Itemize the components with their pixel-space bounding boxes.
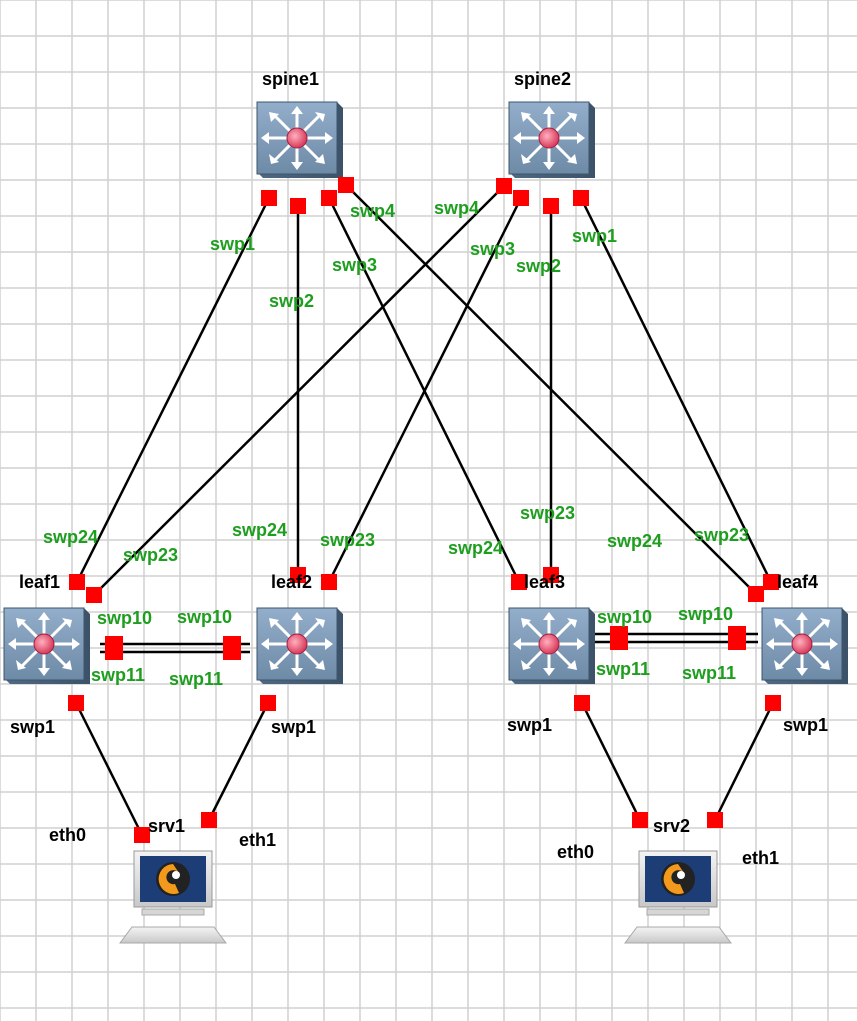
port-marker[interactable] bbox=[763, 574, 779, 590]
leaf2-swp10-label: swp10 bbox=[177, 607, 232, 627]
leaf3-swp24-label: swp24 bbox=[448, 538, 503, 558]
srv2-label: srv2 bbox=[653, 816, 690, 836]
link-leaf4-srv2[interactable] bbox=[713, 702, 775, 821]
port-marker[interactable] bbox=[513, 190, 529, 206]
link-spine2-leaf4[interactable] bbox=[579, 197, 773, 583]
node-labels: spine1 spine2 leaf1 leaf2 leaf3 leaf4 sr… bbox=[19, 69, 818, 836]
leaf4-swp10-label: swp10 bbox=[678, 604, 733, 624]
spine1-switch-icon[interactable] bbox=[255, 100, 343, 178]
leaf4-swp24-label: swp24 bbox=[607, 531, 662, 551]
port-marker[interactable] bbox=[134, 827, 150, 843]
leaf3-swp11-label: swp11 bbox=[596, 659, 650, 679]
srv1-server-icon[interactable] bbox=[119, 850, 227, 944]
spine2-swp2-label: swp2 bbox=[516, 256, 561, 276]
link-leaf3-srv2[interactable] bbox=[580, 702, 642, 821]
leaf1-swp24-label: swp24 bbox=[43, 527, 98, 547]
leaf3-swp1-label: swp1 bbox=[507, 715, 552, 735]
srv2-eth1-label: eth1 bbox=[742, 848, 779, 868]
leaf4-swp1-label: swp1 bbox=[783, 715, 828, 735]
leaf4-swp23-label: swp23 bbox=[694, 525, 749, 545]
srv1-eth1-label: eth1 bbox=[239, 830, 276, 850]
spine1-label: spine1 bbox=[262, 69, 319, 89]
spine1-swp2-label: swp2 bbox=[269, 291, 314, 311]
leaf3-label: leaf3 bbox=[524, 572, 565, 592]
port-marker[interactable] bbox=[543, 198, 559, 214]
spine2-swp4-label: swp4 bbox=[434, 198, 479, 218]
leaf2-switch-icon[interactable] bbox=[255, 606, 343, 684]
port-marker[interactable] bbox=[632, 812, 648, 828]
port-marker[interactable] bbox=[765, 695, 781, 711]
leaf1-label: leaf1 bbox=[19, 572, 60, 592]
port-marker[interactable] bbox=[290, 198, 306, 214]
link-leaf2-srv1[interactable] bbox=[207, 702, 270, 821]
leaf3-swp23-label: swp23 bbox=[520, 503, 575, 523]
port-marker[interactable] bbox=[201, 812, 217, 828]
port-marker[interactable] bbox=[68, 695, 84, 711]
leaf1-swp10-label: swp10 bbox=[97, 608, 152, 628]
link-spine2-leaf1[interactable] bbox=[93, 185, 505, 596]
port-markers bbox=[68, 177, 781, 843]
leaf1-switch-icon[interactable] bbox=[2, 606, 90, 684]
leaf3-swp10-label: swp10 bbox=[597, 607, 652, 627]
srv2-server-icon[interactable] bbox=[624, 850, 732, 944]
link-leaf1-srv1[interactable] bbox=[74, 702, 144, 836]
port-marker[interactable] bbox=[86, 587, 102, 603]
leaf2-swp24-label: swp24 bbox=[232, 520, 287, 540]
port-marker[interactable] bbox=[511, 574, 527, 590]
port-marker[interactable] bbox=[338, 177, 354, 193]
spine1-swp1-label: swp1 bbox=[210, 234, 255, 254]
port-marker[interactable] bbox=[261, 190, 277, 206]
spine2-swp1-label: swp1 bbox=[572, 226, 617, 246]
leaf4-switch-icon[interactable] bbox=[760, 606, 848, 684]
leaf2-label: leaf2 bbox=[271, 572, 312, 592]
srv1-eth0-label: eth0 bbox=[49, 825, 86, 845]
leaf2-swp11-label: swp11 bbox=[169, 669, 223, 689]
port-marker[interactable] bbox=[321, 574, 337, 590]
port-marker[interactable] bbox=[290, 567, 306, 583]
port-marker[interactable] bbox=[573, 190, 589, 206]
spine2-swp3-label: swp3 bbox=[470, 239, 515, 259]
port-marker[interactable] bbox=[748, 586, 764, 602]
port-marker[interactable] bbox=[728, 626, 746, 650]
leaf4-swp11-label: swp11 bbox=[682, 663, 736, 683]
port-marker[interactable] bbox=[260, 695, 276, 711]
leaf1-swp23-label: swp23 bbox=[123, 545, 178, 565]
port-marker[interactable] bbox=[321, 190, 337, 206]
port-marker[interactable] bbox=[69, 574, 85, 590]
spine2-label: spine2 bbox=[514, 69, 571, 89]
link-spine1-leaf1[interactable] bbox=[75, 197, 271, 583]
leaf2-swp23-label: swp23 bbox=[320, 530, 375, 550]
srv1-label: srv1 bbox=[148, 816, 185, 836]
spine2-switch-icon[interactable] bbox=[507, 100, 595, 178]
interface-labels: swp1 swp1 swp1 swp1 eth0 eth1 eth0 eth1 bbox=[10, 715, 828, 868]
spine1-swp4-label: swp4 bbox=[350, 201, 395, 221]
port-marker[interactable] bbox=[543, 567, 559, 583]
port-labels: swp1 swp2 swp3 swp4 swp4 swp3 swp2 swp1 … bbox=[43, 198, 749, 689]
port-marker[interactable] bbox=[105, 636, 123, 660]
leaf1-swp1-label: swp1 bbox=[10, 717, 55, 737]
port-marker[interactable] bbox=[707, 812, 723, 828]
link-spine2-leaf2[interactable] bbox=[327, 197, 523, 583]
srv2-eth0-label: eth0 bbox=[557, 842, 594, 862]
leaf2-swp1-label: swp1 bbox=[271, 717, 316, 737]
port-marker[interactable] bbox=[610, 626, 628, 650]
links bbox=[74, 184, 775, 836]
leaf3-switch-icon[interactable] bbox=[507, 606, 595, 684]
leaf4-label: leaf4 bbox=[777, 572, 818, 592]
spine1-swp3-label: swp3 bbox=[332, 255, 377, 275]
port-marker[interactable] bbox=[496, 178, 512, 194]
port-marker[interactable] bbox=[223, 636, 241, 660]
leaf1-swp11-label: swp11 bbox=[91, 665, 145, 685]
port-marker[interactable] bbox=[574, 695, 590, 711]
